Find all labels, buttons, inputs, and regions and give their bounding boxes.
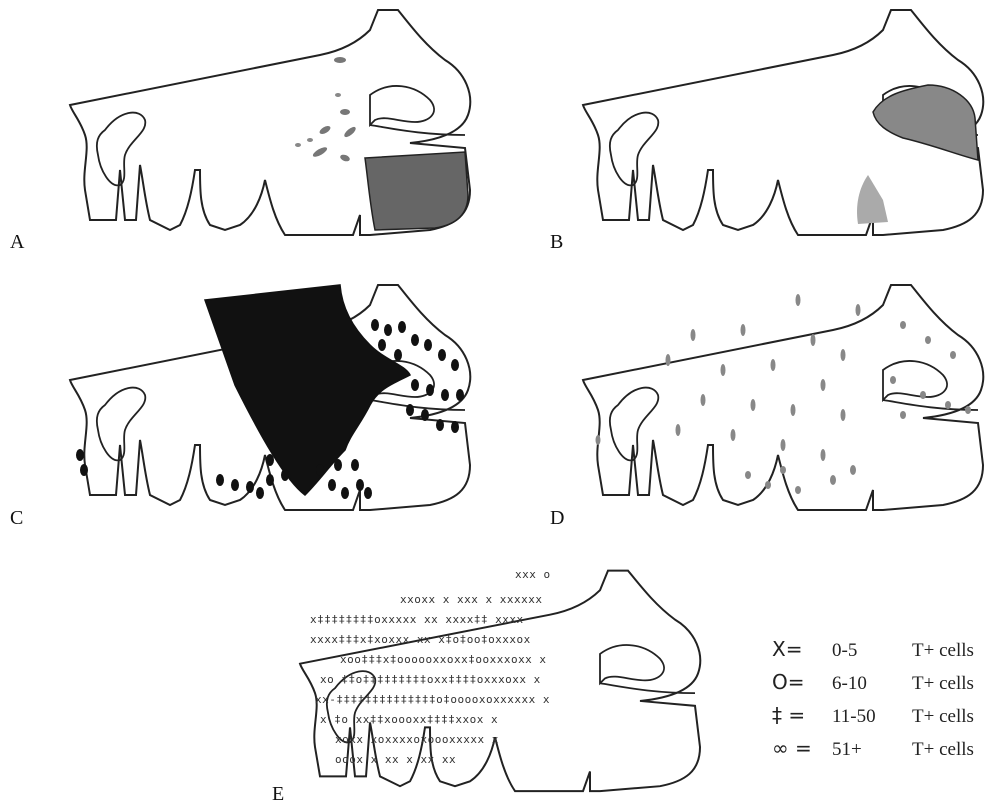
legend-item-0: X= 0-5 T+ cells: [772, 637, 974, 661]
e-row-3: xxxx‡‡‡x‡xoxxx xx x‡o‡oo‡oxxxox: [310, 633, 531, 646]
panel-label-d: D: [550, 507, 564, 529]
e-row-2: x‡‡‡‡‡‡‡‡oxxxxx xx xxxx‡‡ xxxx: [310, 613, 524, 626]
e-row-1: xxoxx x xxx x xxxxxx: [400, 593, 542, 606]
legend-item-3: ∞ = 51+ T+ cells: [772, 736, 974, 760]
legend-range: 0-5: [832, 640, 857, 661]
legend-unit: T+ cells: [912, 739, 974, 760]
panel-c: [70, 285, 470, 510]
panel-label-a: A: [10, 231, 25, 253]
e-row-0: xxx o: [515, 568, 551, 581]
panel-d: [583, 285, 983, 510]
legend-symbol: X=: [772, 637, 802, 661]
e-row-6: xx-‡‡‡‡‡‡‡‡‡‡‡‡‡‡o‡ooooxoxxxxxx x: [315, 693, 550, 706]
legend-range: 11-50: [832, 706, 876, 727]
legend-symbol: O=: [772, 670, 805, 694]
legend: X= 0-5 T+ cells O= 6-10 T+ cells ‡ = 11-…: [772, 637, 974, 760]
panel-label-e: E: [272, 783, 284, 805]
e-row-7: x ‡o xx‡‡xoooxx‡‡‡‡xxox x: [320, 713, 498, 726]
legend-item-1: O= 6-10 T+ cells: [772, 670, 974, 694]
legend-unit: T+ cells: [912, 640, 974, 661]
legend-unit: T+ cells: [912, 673, 974, 694]
legend-symbol: ‡ =: [772, 703, 805, 727]
e-row-5: xo ‡‡o‡‡‡‡‡‡‡‡‡oxx‡‡‡‡oxxxoxx x: [320, 673, 541, 686]
legend-item-2: ‡ = 11-50 T+ cells: [772, 703, 974, 727]
e-row-8: xoxx xoxxxxoxoooxxxxx x: [335, 733, 499, 746]
panel-label-c: C: [10, 507, 23, 529]
panel-label-b: B: [550, 231, 563, 253]
panel-a: [70, 10, 470, 235]
legend-range: 51+: [832, 739, 862, 760]
legend-symbol: ∞ =: [772, 736, 812, 760]
e-row-9: ooox x xx x xx xx: [335, 753, 456, 766]
legend-range: 6-10: [832, 673, 867, 694]
legend-unit: T+ cells: [912, 706, 974, 727]
e-row-4: xoo‡‡‡x‡oooooxxoxx‡ooxxxoxx x: [340, 653, 547, 666]
panel-e: xxx o xxoxx x xxx x xxxxxx x‡‡‡‡‡‡‡‡oxxx…: [300, 568, 700, 791]
panel-b: [583, 10, 983, 235]
